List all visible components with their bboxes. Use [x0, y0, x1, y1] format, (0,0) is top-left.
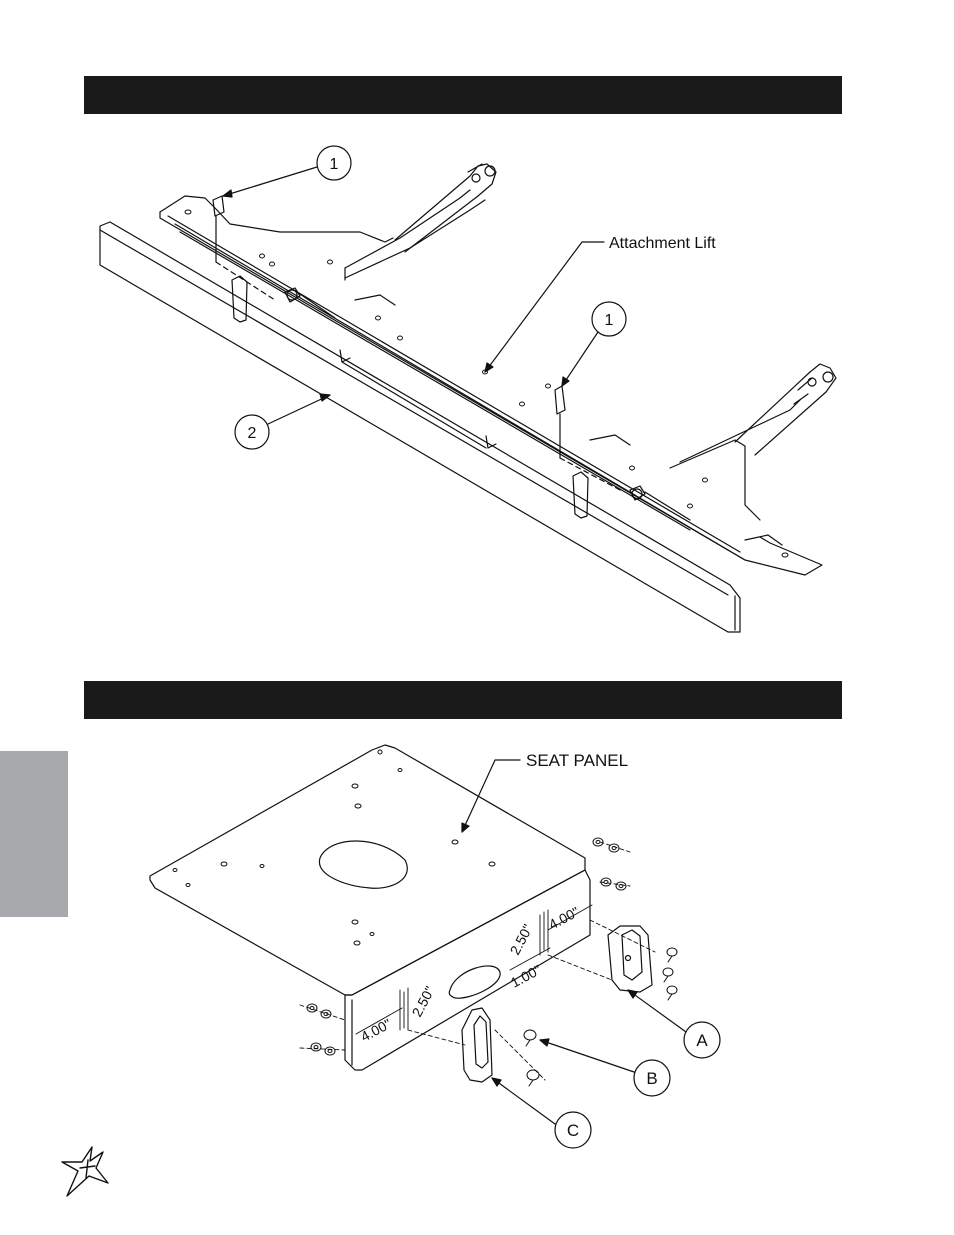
callout-b-text: B — [646, 1069, 657, 1088]
callout-1-right — [561, 301, 627, 387]
dimension-2-50-right: 2.50" — [507, 921, 536, 957]
attachment-lift-leader — [484, 241, 605, 373]
callout-1-right-text: 1 — [605, 312, 614, 329]
callout-a — [627, 989, 721, 1059]
dimension-4-00-right: 4.00" — [546, 903, 582, 932]
seat-panel-drawing — [149, 744, 678, 1087]
hitch-pin-icon — [554, 385, 566, 459]
dimension-1-00: 1.00" — [508, 961, 544, 990]
dimension-2-50-left: 2.50" — [409, 983, 438, 1019]
attachment-lift-label: Attachment Lift — [609, 235, 716, 252]
callout-a-text: A — [696, 1031, 708, 1050]
callout-c — [491, 1077, 592, 1149]
callout-1-top-text: 1 — [330, 156, 339, 173]
seat-panel-leader — [461, 759, 521, 833]
seat-panel-label: SEAT PANEL — [526, 751, 628, 770]
callout-c-text: C — [567, 1121, 579, 1140]
hitch-pin-icon — [212, 195, 225, 263]
callout-2 — [234, 393, 331, 450]
star-logo-icon — [61, 1146, 109, 1197]
callout-b — [539, 1038, 671, 1097]
side-tab — [0, 751, 68, 917]
callout-2-text: 2 — [248, 425, 257, 442]
section-header-bar-top — [84, 76, 842, 114]
callout-1-top — [222, 145, 352, 198]
dimension-4-00-left: 4.00" — [358, 1015, 394, 1044]
attachment-lift-drawing — [99, 163, 837, 633]
section-header-bar-bottom — [84, 681, 842, 719]
